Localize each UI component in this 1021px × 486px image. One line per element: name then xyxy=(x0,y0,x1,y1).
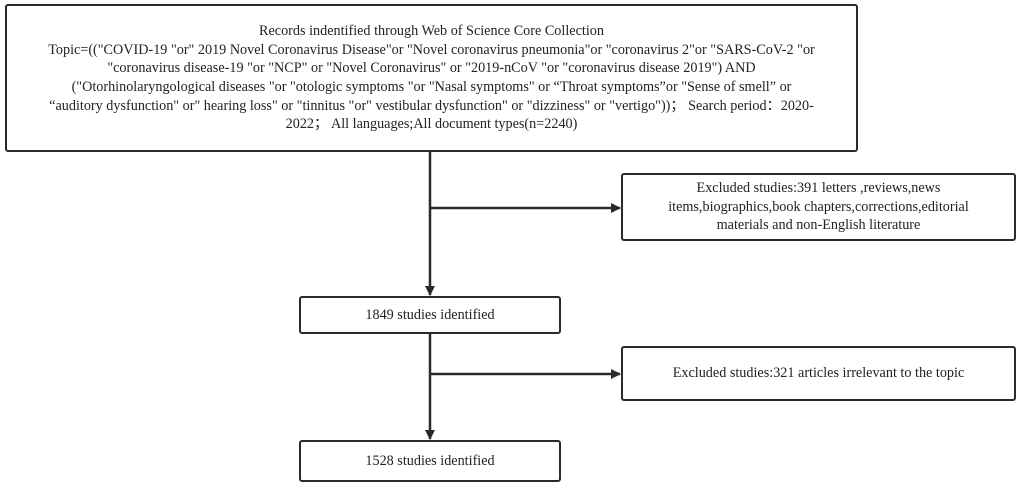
records-identified-box: Records indentified through Web of Scien… xyxy=(5,4,858,152)
studies-identified-label-2: 1528 studies identified xyxy=(365,452,495,469)
records-line: "coronavirus disease-19 "or "NCP" or "No… xyxy=(107,60,756,77)
excluded-line: Excluded studies:391 letters ,reviews,ne… xyxy=(696,180,941,197)
records-identified-text: Records indentified through Web of Scien… xyxy=(48,22,815,134)
records-line: 2022； All languages;All document types(n… xyxy=(285,116,578,133)
records-line: ("Otorhinolaryngological diseases "or "o… xyxy=(71,79,792,95)
studies-identified-box-2: 1528 studies identified xyxy=(299,440,561,482)
studies-identified-box-1: 1849 studies identified xyxy=(299,296,561,334)
excluded-studies-box-1: Excluded studies:391 letters ,reviews,ne… xyxy=(621,173,1016,241)
excluded-studies-text-1: Excluded studies:391 letters ,reviews,ne… xyxy=(668,179,969,235)
excluded-studies-label-2: Excluded studies:321 articles irrelevant… xyxy=(672,365,965,381)
excluded-line: materials and non-English literature xyxy=(716,217,921,234)
records-line: Records indentified through Web of Scien… xyxy=(259,23,604,40)
records-line: “auditory dysfunction" or" hearing loss"… xyxy=(49,97,814,114)
studies-identified-label-1: 1849 studies identified xyxy=(365,306,495,323)
excluded-line: items,biographics,book chapters,correcti… xyxy=(668,198,969,215)
excluded-studies-box-2: Excluded studies:321 articles irrelevant… xyxy=(621,346,1016,401)
records-line: Topic=(("COVID-19 "or" 2019 Novel Corona… xyxy=(48,41,815,58)
